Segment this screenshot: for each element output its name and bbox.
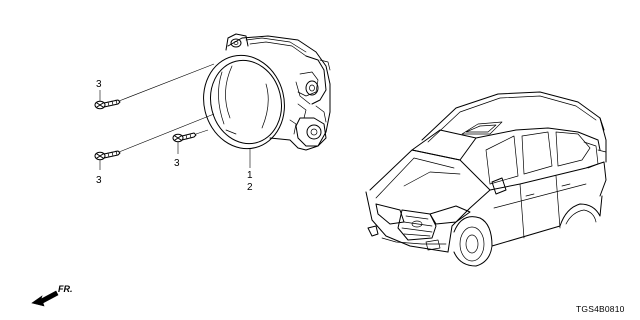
callout-screw-center: 3	[174, 158, 180, 169]
screw-top-icon	[94, 99, 121, 110]
direction-label: FR.	[58, 284, 73, 294]
callout-screw-top: 3	[96, 79, 102, 90]
vehicle-outline	[365, 91, 607, 267]
callout-fog-light-alt: 2	[247, 182, 253, 193]
fog-light-assembly	[203, 33, 331, 151]
leader-lines	[99, 63, 251, 170]
front-direction-arrow-icon	[31, 290, 59, 307]
callout-screw-bottom: 3	[96, 175, 102, 186]
screw-bottom-icon	[94, 150, 121, 161]
diagram-code: TGS4B0810	[576, 304, 625, 314]
callout-fog-light: 1	[247, 170, 253, 181]
screw-center-icon	[172, 132, 197, 143]
